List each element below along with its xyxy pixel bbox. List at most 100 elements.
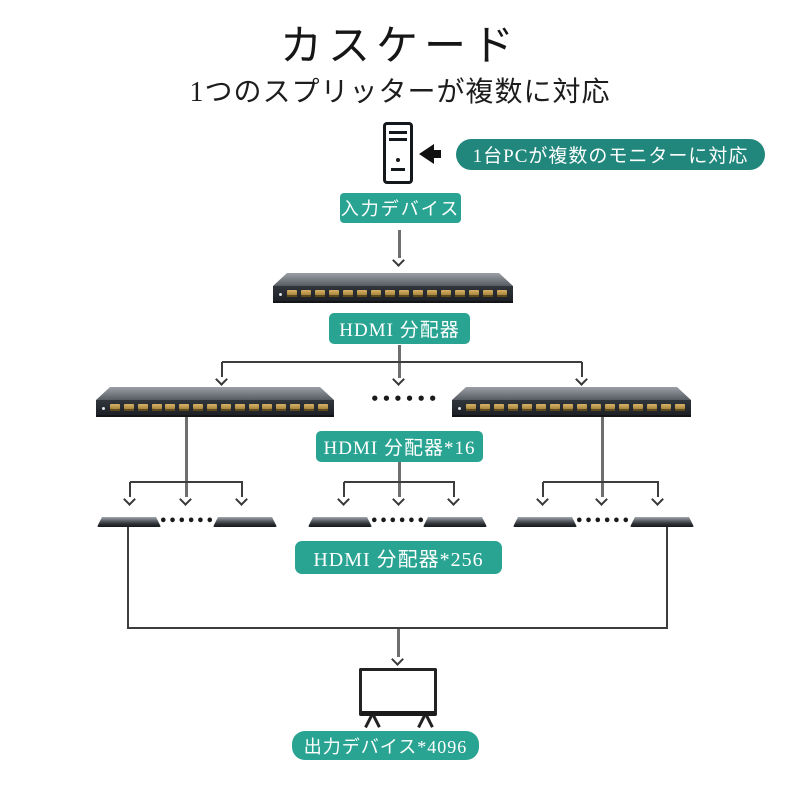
hdmi-port <box>343 290 353 297</box>
hdmi-port <box>193 404 204 411</box>
hdmi-port <box>563 404 574 411</box>
device-top-face <box>452 387 691 400</box>
hdmi-port <box>497 290 507 297</box>
hdmi-port <box>507 404 518 411</box>
hdmi-port <box>441 290 451 297</box>
pc-vent-slot <box>389 138 407 141</box>
hdmi-port <box>290 404 301 411</box>
hdmi-splitter-device <box>273 273 513 305</box>
arrow-down-icon <box>595 493 608 506</box>
hdmi-splitter-device <box>96 387 334 419</box>
arrow-down-icon <box>392 254 405 267</box>
connector-line <box>398 230 401 258</box>
hdmi-port <box>549 404 560 411</box>
ellipsis-dots: •••••• <box>370 514 426 529</box>
connector-line <box>542 482 544 497</box>
input-device-label: 入力デバイス <box>340 193 461 223</box>
device-led <box>458 407 461 410</box>
monitor-foot <box>364 715 380 728</box>
connector-line <box>398 462 401 497</box>
pc-drive-slot <box>391 168 405 171</box>
hdmi-port <box>483 290 493 297</box>
hdmi-port <box>371 290 381 297</box>
hdmi-splitter-device <box>452 387 691 419</box>
arrow-down-icon <box>447 493 460 506</box>
hdmi-port <box>165 404 176 411</box>
connector-line <box>666 527 668 628</box>
monitor-icon <box>359 668 437 716</box>
connector-line <box>397 629 400 657</box>
ellipsis-dots: •••••• <box>370 390 440 408</box>
connector-line <box>221 362 223 377</box>
connector-line <box>130 481 243 483</box>
arrow-down-icon <box>179 493 192 506</box>
hdmi-port <box>660 404 671 411</box>
hdmi-port <box>123 404 134 411</box>
arrow-left-tail <box>432 150 441 158</box>
device-top-face <box>96 387 334 400</box>
connector-line <box>343 482 345 497</box>
connector-line <box>127 627 668 629</box>
arrow-down-icon <box>575 373 588 386</box>
hdmi-port <box>151 404 162 411</box>
mini-splitter-bar <box>630 517 694 527</box>
connector-line <box>581 362 583 377</box>
hdmi-port <box>276 404 287 411</box>
hdmi-port <box>220 404 231 411</box>
connector-line <box>185 417 188 497</box>
hdmi-port <box>469 290 479 297</box>
device-top-face <box>273 273 513 286</box>
splitter256-label: HDMI 分配器*256 <box>295 541 502 574</box>
hdmi-port <box>301 290 311 297</box>
hdmi-port <box>248 404 259 411</box>
hdmi-port <box>234 404 245 411</box>
hdmi-port <box>591 404 602 411</box>
hdmi-port <box>427 290 437 297</box>
mini-splitter-bar <box>97 517 161 527</box>
connector-line <box>129 482 131 497</box>
hdmi-port <box>674 404 685 411</box>
connector-line <box>127 527 129 628</box>
output-device-label: 出力デバイス*4096 <box>292 731 479 760</box>
arrow-down-icon <box>215 373 228 386</box>
connector-line <box>222 361 582 363</box>
hdmi-port <box>287 290 297 297</box>
arrow-down-icon <box>391 653 404 666</box>
ellipsis-dots: •••••• <box>575 514 631 529</box>
hdmi-port <box>315 290 325 297</box>
ellipsis-dots: •••••• <box>159 514 215 529</box>
hdmi-port <box>646 404 657 411</box>
hdmi-port <box>207 404 218 411</box>
device-front-ports <box>96 400 334 417</box>
splitter16-label: HDMI 分配器*16 <box>316 431 483 462</box>
hdmi-port <box>137 404 148 411</box>
connector-line <box>241 482 243 497</box>
connector-line <box>601 417 604 497</box>
hdmi-port <box>521 404 532 411</box>
mini-splitter-bar <box>308 517 372 527</box>
connector-line <box>453 482 455 497</box>
hdmi-port <box>479 404 490 411</box>
device-led <box>102 407 105 410</box>
hdmi-port <box>535 404 546 411</box>
device-front-ports <box>452 400 691 417</box>
hdmi-port <box>493 404 504 411</box>
hdmi-port <box>262 404 273 411</box>
mini-splitter-bar <box>423 517 487 527</box>
monitor-foot <box>417 715 433 728</box>
arrow-down-icon <box>392 493 405 506</box>
hdmi-port <box>179 404 190 411</box>
arrow-left-head <box>419 144 434 164</box>
hdmi-port <box>329 290 339 297</box>
pc-tower-icon <box>383 122 413 184</box>
hdmi-port <box>466 404 476 411</box>
mini-splitter-bar <box>513 517 577 527</box>
arrow-down-icon <box>651 493 664 506</box>
hdmi-port <box>385 290 395 297</box>
hdmi-port <box>633 404 644 411</box>
connector-line <box>344 481 455 483</box>
connector-line <box>543 481 659 483</box>
hdmi-port <box>577 404 588 411</box>
hdmi-port <box>304 404 315 411</box>
